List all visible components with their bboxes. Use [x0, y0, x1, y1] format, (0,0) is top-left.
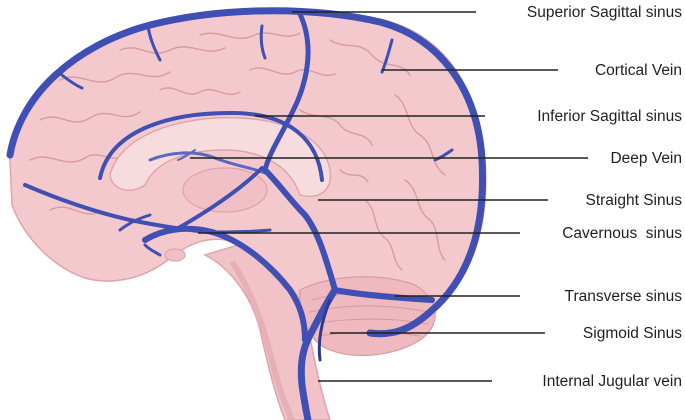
label-superior-sagittal-sinus: Superior Sagittal sinus	[526, 4, 682, 21]
label-cortical-vein: Cortical Vein	[594, 62, 682, 79]
label-cavernous-sinus: Cavernous sinus	[562, 225, 682, 242]
basal-vein	[23, 183, 212, 234]
petrosal-sinus	[210, 228, 272, 234]
label-deep-vein: Deep Vein	[610, 150, 682, 167]
label-straight-sinus: Straight Sinus	[585, 192, 683, 209]
straight-sinus	[262, 167, 338, 293]
label-inferior-sagittal-sinus: Inferior Sagittal sinus	[537, 108, 682, 125]
internal-jugular-vein	[298, 381, 312, 420]
label-internal-jugular-vein: Internal Jugular vein	[542, 373, 682, 390]
transverse-sinus	[332, 287, 435, 303]
cortical-folds	[29, 32, 446, 271]
leader-lines	[190, 11, 588, 382]
cortical-vein-5	[433, 148, 454, 162]
superior-sagittal-sinus	[6, 7, 487, 338]
venous-system	[6, 7, 487, 420]
cortical-vein-3	[56, 70, 84, 90]
label-sigmoid-sinus: Sigmoid Sinus	[582, 325, 682, 342]
thalamus	[182, 167, 268, 213]
cortical-vein-1	[262, 11, 311, 173]
deep-vein-branch	[177, 149, 196, 161]
cortical-vein-2	[146, 24, 162, 62]
label-transverse-sinus: Transverse sinus	[564, 288, 682, 305]
spinal-cord-inner	[229, 260, 295, 420]
pituitary	[164, 248, 186, 262]
cavernous-lower-branch	[143, 243, 162, 257]
straight-to-cortical-link	[173, 166, 264, 232]
corpus-callosum	[109, 117, 332, 197]
inferior-sagittal-sinus	[98, 110, 324, 182]
sigmoid-sinus-b	[317, 298, 332, 362]
cavernous-front-branch	[118, 213, 152, 232]
sigmoid-sinus	[297, 286, 339, 389]
cortical-vein-6	[259, 24, 267, 60]
